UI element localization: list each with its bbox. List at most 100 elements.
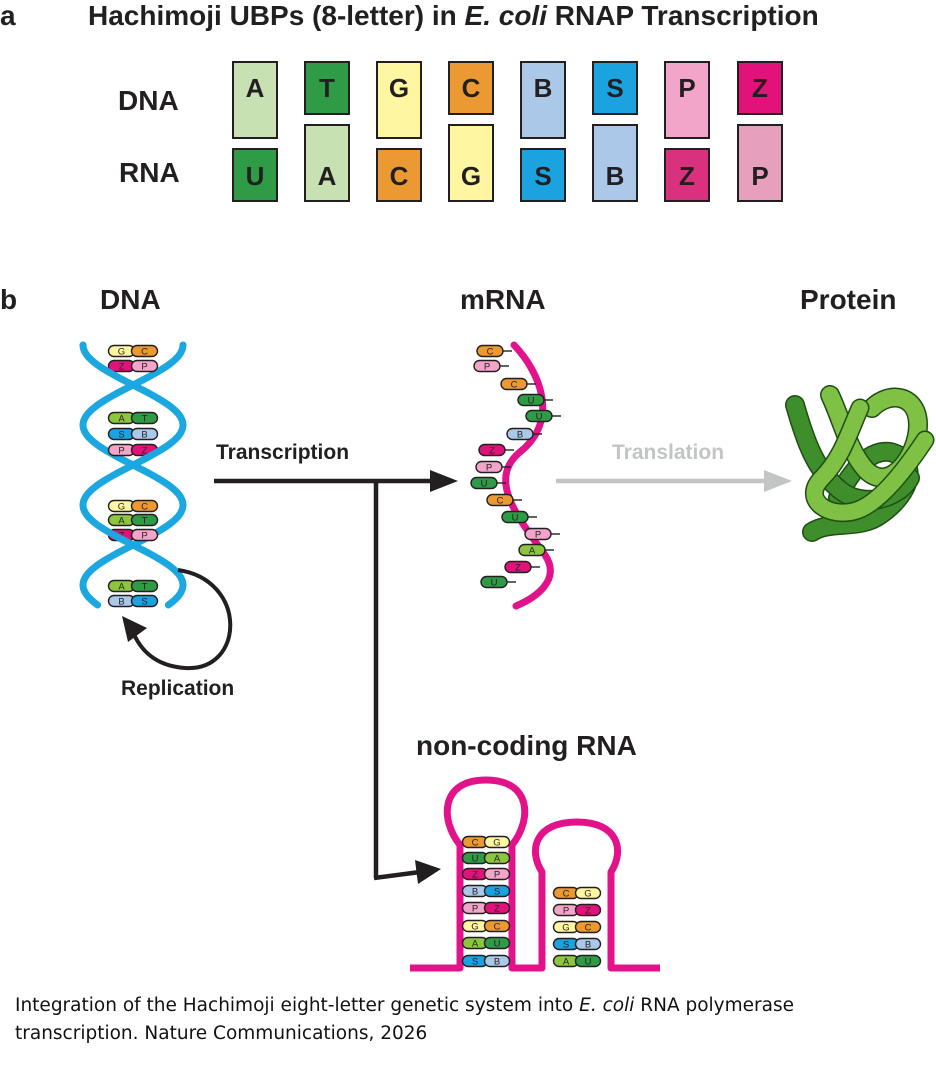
base-pill: [483, 851, 511, 865]
base-left: G: [107, 499, 136, 512]
base-pill: [574, 954, 602, 968]
base-letter: G: [118, 346, 125, 357]
base-right: P: [130, 528, 159, 541]
protein-coil: [806, 400, 933, 521]
mrna-base-pill: A: [518, 543, 546, 557]
base-right: B: [483, 954, 511, 968]
base-left: B: [461, 884, 489, 897]
base-right: S: [483, 884, 511, 897]
base-left: A: [552, 954, 580, 967]
dna-base-cell: P: [664, 61, 710, 139]
base-letter: S: [472, 956, 478, 967]
mrna-base-pill: U: [480, 575, 508, 588]
mrna-base-pill: U: [525, 409, 553, 423]
panel-a-title: Hachimoji UBPs (8-letter) in E. coli RNA…: [88, 0, 819, 32]
base-letter: A: [118, 581, 125, 592]
base-left: A: [107, 579, 136, 592]
caption-italic: E. coli: [579, 995, 635, 1016]
caption-prefix: Integration of the Hachimoji eight-lette…: [15, 995, 580, 1016]
mrna-base: U: [480, 575, 516, 588]
base-right: B: [130, 427, 159, 441]
base-letter: B: [472, 886, 478, 897]
title-prefix: Hachimoji UBPs (8-letter) in: [88, 0, 465, 31]
dna-row-label: DNA: [118, 85, 179, 116]
base-letter: Z: [515, 562, 521, 573]
dna-strand-1: [79, 341, 187, 609]
base-pill: [476, 344, 504, 358]
base-letter: U: [536, 411, 543, 422]
base-letter: Z: [142, 445, 148, 456]
base-right: Z: [574, 903, 602, 916]
base-pill: [483, 835, 511, 849]
dna-base-cell: B: [520, 61, 566, 139]
base-letter: B: [141, 429, 147, 440]
mrna-base: P: [524, 527, 560, 540]
base-right: P: [130, 359, 159, 372]
rna-base-cell: S: [520, 148, 566, 202]
base-letter: Z: [585, 905, 591, 916]
mrna-backbone: [502, 341, 554, 610]
dna-base-cell: Z: [737, 61, 783, 115]
translation-arrowhead: [764, 470, 792, 492]
mrna-base-pill: U: [501, 510, 529, 524]
base-letter: A: [563, 956, 570, 967]
base-left: P: [107, 443, 136, 456]
base-letter: P: [486, 462, 492, 473]
base-pill: [501, 510, 529, 524]
base-pill: [517, 393, 545, 407]
dna-double-helix: [79, 341, 187, 609]
base-letter: U: [528, 395, 535, 406]
base-pill: [130, 513, 159, 527]
base-letter: P: [472, 903, 478, 914]
base-letter: U: [491, 577, 498, 588]
mrna-base-pill: C: [476, 344, 504, 358]
base-left: A: [107, 411, 136, 424]
protein-header: Protein: [800, 284, 897, 315]
base-pill: [130, 344, 159, 358]
base-pill: [483, 954, 511, 968]
dna-base-cell: S: [592, 61, 638, 115]
mrna-base: A: [518, 543, 554, 557]
base-letter: T: [142, 515, 148, 526]
panel-a-letter: a: [0, 0, 16, 31]
mrna-base-pill: P: [524, 527, 552, 540]
base-pill: [130, 499, 159, 513]
base-pill: [525, 409, 553, 423]
mrna-base-pill: U: [470, 476, 498, 490]
base-letter: A: [118, 515, 125, 526]
base-right: T: [130, 513, 159, 527]
base-pill: [574, 937, 602, 951]
base-pill: [483, 901, 511, 915]
base-left: A: [107, 513, 136, 526]
replication-curve: [130, 568, 233, 671]
base-pill: [478, 443, 506, 457]
base-letter: C: [141, 346, 148, 357]
base-right: G: [574, 886, 602, 899]
base-letter: U: [585, 956, 592, 967]
base-pill: [500, 377, 528, 391]
base-letter: C: [511, 379, 518, 390]
dna-base-cell: A: [232, 61, 278, 139]
base-right: P: [483, 867, 511, 880]
base-letter: P: [141, 530, 147, 541]
base-right: S: [130, 594, 159, 607]
rna-base-cell: A: [304, 124, 350, 202]
mrna-header: mRNA: [460, 284, 546, 315]
base-pill: [518, 543, 546, 557]
base-letter: A: [472, 938, 479, 949]
ncrna-arrowhead: [415, 860, 441, 884]
base-letter: P: [118, 445, 124, 456]
base-pill: [470, 476, 498, 490]
base-letter: T: [142, 581, 148, 592]
base-letter: B: [494, 956, 500, 967]
base-pill: [130, 427, 159, 441]
